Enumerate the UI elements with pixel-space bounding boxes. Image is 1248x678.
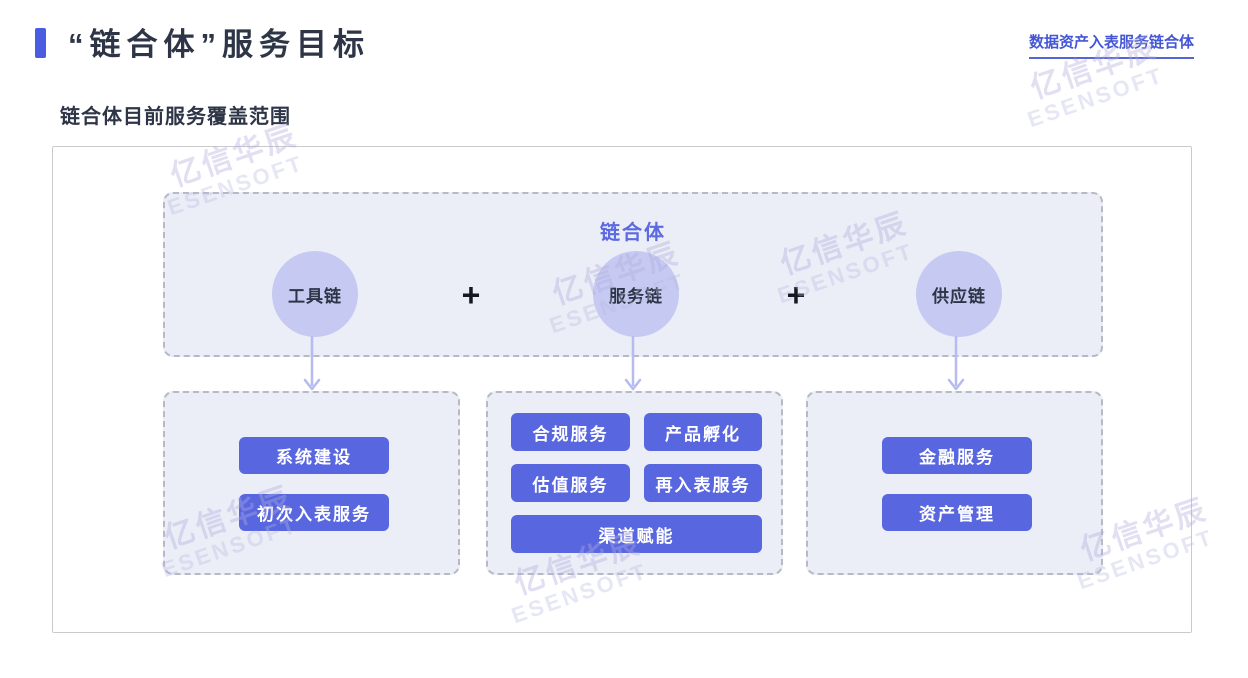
tool-chain-services-panel: 系统建设 初次入表服务 xyxy=(163,391,460,575)
service-button: 渠道赋能 xyxy=(511,515,762,553)
service-button: 系统建设 xyxy=(239,437,389,474)
node-tool-chain: 工具链 xyxy=(272,251,358,337)
chain-union-title: 链合体 xyxy=(600,222,666,244)
arrow-down-icon xyxy=(624,336,642,391)
section-subtitle: 链合体目前服务覆盖范围 xyxy=(60,106,291,128)
service-button: 产品孵化 xyxy=(644,413,762,451)
node-service-chain: 服务链 xyxy=(593,251,679,337)
corner-tagline: 数据资产入表服务链合体 xyxy=(1028,31,1194,59)
node-supply-chain: 供应链 xyxy=(916,251,1002,337)
service-button: 估值服务 xyxy=(511,464,630,502)
service-button: 合规服务 xyxy=(511,413,630,451)
title-accent-bar xyxy=(35,28,46,58)
service-button: 资产管理 xyxy=(882,494,1032,531)
service-button: 再入表服务 xyxy=(644,464,762,502)
service-button: 金融服务 xyxy=(882,437,1032,474)
arrow-down-icon xyxy=(947,336,965,391)
supply-chain-services-panel: 金融服务 资产管理 xyxy=(806,391,1103,575)
service-chain-services-panel: 合规服务 产品孵化 估值服务 再入表服务 渠道赋能 xyxy=(486,391,783,575)
chain-union-panel: 链合体 工具链 + 服务链 + 供应链 xyxy=(163,192,1103,357)
plus-icon: + xyxy=(786,277,806,313)
page-title: “链合体”服务目标 xyxy=(68,27,370,62)
service-button: 初次入表服务 xyxy=(239,494,389,531)
plus-icon: + xyxy=(461,277,481,313)
arrow-down-icon xyxy=(303,336,321,391)
